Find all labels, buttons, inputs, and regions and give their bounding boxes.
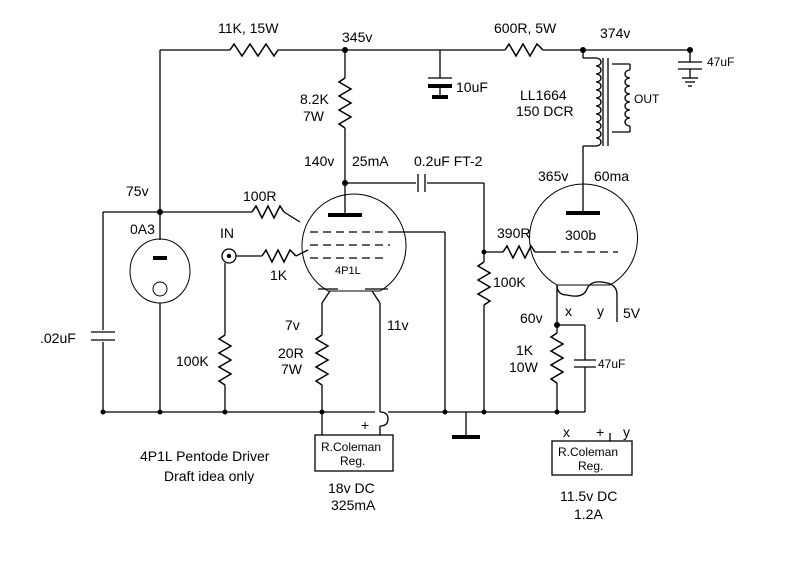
label-60ma: 60ma <box>594 168 629 184</box>
label-r-8k2-watts: 7W <box>303 108 325 124</box>
label-374v: 374v <box>600 25 630 41</box>
tube-0a3 <box>129 212 191 412</box>
label-c-10uf: 10uF <box>456 79 488 95</box>
label-11v: 11v <box>387 317 409 333</box>
label-ps2-voltage: 11.5v DC <box>560 488 617 504</box>
label-xfmr-dcr: 150 DCR <box>516 103 574 119</box>
label-c-47uf-top: 47uF <box>707 55 734 69</box>
caption-line1: 4P1L Pentode Driver <box>140 448 270 464</box>
resistor-1k-cathode <box>549 332 565 384</box>
label-filament-y: y <box>597 303 604 319</box>
capacitor-47uf-top <box>678 50 702 87</box>
label-25ma: 25mA <box>352 153 389 169</box>
label-r-11k: 11K, 15W <box>218 20 279 36</box>
resistor-100k-grid <box>476 261 492 306</box>
label-r-100k-input: 100K <box>176 353 209 369</box>
resistor-390r <box>502 244 536 260</box>
label-filament-x: x <box>565 303 572 319</box>
label-reg2-line2: Reg. <box>578 459 603 473</box>
label-reg2-y: y <box>623 424 630 440</box>
label-ps2-current: 1.2A <box>574 506 603 522</box>
label-345v: 345v <box>342 29 372 45</box>
label-out: OUT <box>634 92 660 106</box>
label-r-390r: 390R <box>497 225 530 241</box>
resistor-100k-input <box>217 334 233 386</box>
label-tube-0a3: 0A3 <box>130 221 155 237</box>
label-7v: 7v <box>285 317 300 333</box>
capacitor-0-02uf <box>91 331 115 341</box>
label-reg1-line1: R.Coleman <box>321 440 381 454</box>
label-r-1k-cathode-watts: 10W <box>509 359 539 375</box>
capacitor-0-2uf <box>417 174 426 192</box>
label-c-coupling: 0.2uF FT-2 <box>414 153 483 169</box>
output-transformer <box>582 50 631 212</box>
label-365v: 365v <box>538 168 568 184</box>
input-jack <box>221 248 237 264</box>
label-r-20r-watts: 7W <box>281 361 303 377</box>
node-gnd-2 <box>157 409 163 415</box>
label-reg2-line1: R.Coleman <box>558 445 618 459</box>
resistor-8k2 <box>337 77 353 129</box>
node-gnd-4 <box>319 409 325 415</box>
resistor-20r <box>314 334 330 386</box>
label-tube-4p1l: 4P1L <box>335 265 361 277</box>
node-gnd-5 <box>442 409 448 415</box>
resistor-600r <box>504 42 544 58</box>
label-r-100k-grid: 100K <box>493 274 526 290</box>
label-r-1k-grid: 1K <box>270 267 288 283</box>
resistor-1k-grid <box>261 248 297 264</box>
label-r-1k-cathode-value: 1K <box>516 342 534 358</box>
label-reg2-plus: + <box>596 424 604 440</box>
label-in: IN <box>220 225 234 241</box>
label-reg1-line2: Reg. <box>340 454 365 468</box>
label-xfmr-name: LL1664 <box>520 87 567 103</box>
label-5v: 5V <box>623 305 641 321</box>
resistor-11k <box>229 42 279 58</box>
label-c-47uf-cathode: 47uF <box>598 357 625 371</box>
label-ps1-current: 325mA <box>331 497 376 513</box>
node-grid-300b <box>481 249 487 255</box>
regulator-2-box <box>551 440 633 476</box>
resistor-100r <box>251 204 285 220</box>
tube-4p1l <box>301 193 407 292</box>
label-tube-300b: 300b <box>565 227 596 243</box>
label-r-8k2-value: 8.2K <box>300 91 329 107</box>
tube-300b <box>529 183 638 286</box>
top-rail-wires <box>159 49 690 212</box>
label-c-0-02uf: .02uF <box>40 330 76 346</box>
label-reg1-plus: + <box>361 417 369 433</box>
node-gnd-1 <box>100 409 106 415</box>
label-r-20r-value: 20R <box>278 345 304 361</box>
label-75v: 75v <box>126 183 149 199</box>
node-gnd-3 <box>222 409 228 415</box>
label-r-100r: 100R <box>243 188 276 204</box>
ground-symbol <box>452 412 480 439</box>
label-r-600r: 600R, 5W <box>494 20 557 36</box>
label-reg2-x: x <box>563 424 570 440</box>
capacitor-10uf <box>428 50 452 99</box>
capacitor-47uf-cathode <box>574 325 596 412</box>
regulator-1-box <box>314 434 394 472</box>
label-ps1-voltage: 18v DC <box>328 480 375 496</box>
caption-line2: Draft idea only <box>164 468 254 484</box>
label-60v: 60v <box>520 310 543 326</box>
label-140v: 140v <box>304 153 334 169</box>
